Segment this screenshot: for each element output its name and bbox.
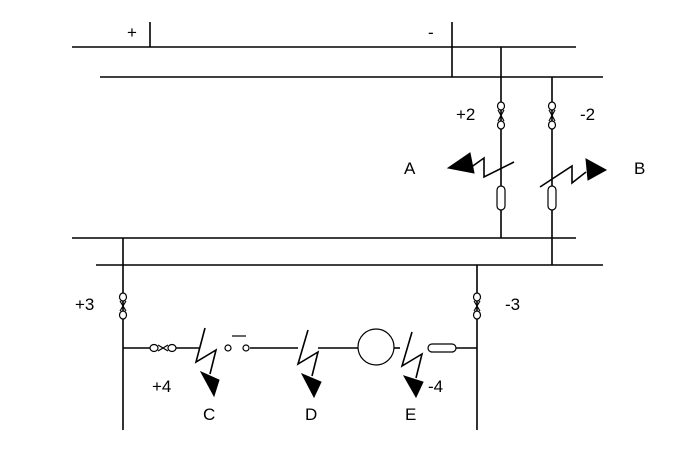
negative-sign-label: - [428, 23, 434, 42]
discharge-e-icon [400, 331, 424, 399]
motor-icon [357, 328, 395, 366]
secondary-bus [72, 237, 603, 266]
discharge-d-icon [296, 329, 322, 399]
fuse-link-minus-icon [547, 185, 557, 211]
disconnect-plus-4-icon [149, 343, 177, 353]
label-a: A [404, 159, 416, 178]
fuse-link-plus-icon [496, 185, 506, 211]
label-plus-4: +4 [152, 377, 171, 396]
label-minus-3: -3 [505, 295, 520, 314]
positive-sign-label: + [127, 23, 137, 42]
label-minus-2: -2 [580, 105, 595, 124]
label-minus-4: -4 [428, 377, 443, 396]
disconnect-plus-2-icon [496, 101, 506, 130]
switch-icon [224, 335, 250, 352]
label-e: E [405, 405, 416, 424]
disconnect-minus-3-icon [472, 292, 482, 320]
main-bus [72, 22, 603, 78]
label-plus-3: +3 [75, 295, 94, 314]
label-plus-2: +2 [456, 105, 475, 124]
load-circuit [118, 238, 482, 430]
label-d: D [305, 405, 317, 424]
discharge-c-icon [194, 327, 220, 398]
disconnect-plus-3-icon [118, 292, 128, 320]
branch-ab [446, 47, 608, 265]
discharge-a-icon [446, 152, 515, 179]
label-b: B [634, 159, 645, 178]
fuse-minus-4-icon [427, 343, 457, 353]
label-c: C [203, 405, 215, 424]
disconnect-minus-2-icon [547, 101, 557, 130]
discharge-b-icon [539, 158, 608, 188]
